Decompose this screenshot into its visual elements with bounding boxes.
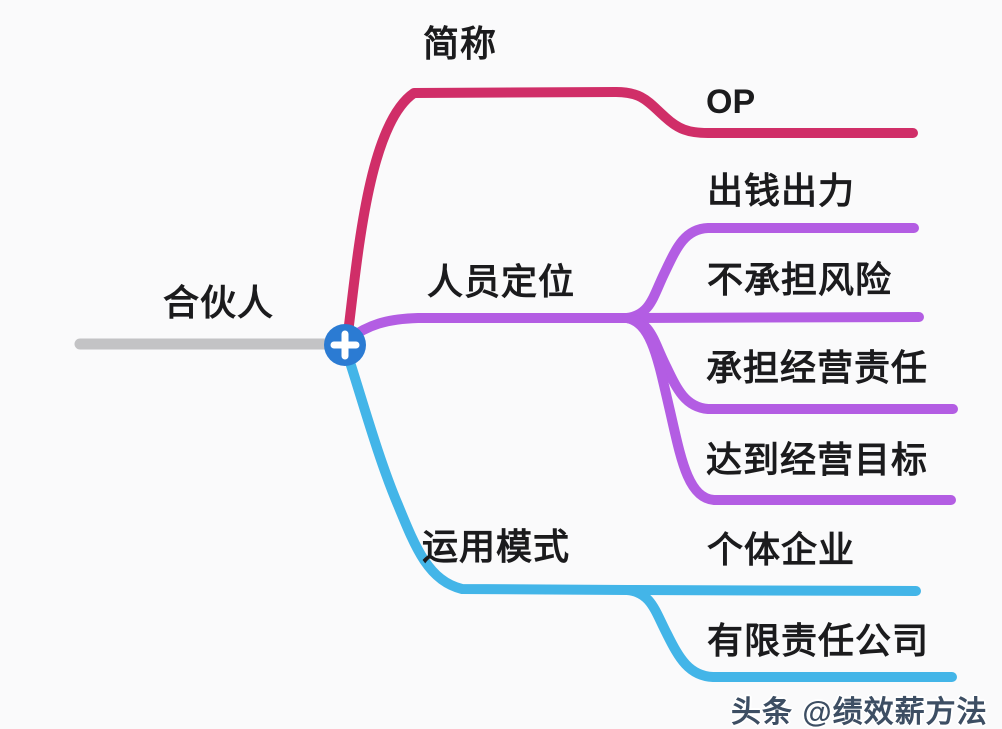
node-label-op[interactable]: OP	[706, 83, 756, 121]
plus-icon	[330, 330, 360, 360]
branch-line-jiancheng	[342, 87, 621, 346]
branch-line-buchengdanfengxian	[622, 312, 924, 323]
branch-line-chuqianchuli	[622, 223, 919, 323]
branch-line-dadaojingyingmubiao	[622, 313, 956, 505]
node-label-renyuandingwei[interactable]: 人员定位	[427, 261, 576, 302]
center-collapse-node[interactable]	[324, 324, 366, 366]
node-label-chengdanjingyingzeren[interactable]: 承担经营责任	[706, 347, 929, 388]
node-label-root[interactable]: 合伙人	[163, 282, 275, 323]
branch-line-getiqiye	[622, 585, 921, 596]
node-label-buchengdanfengxian[interactable]: 不承担风险	[707, 259, 893, 300]
watermark: 头条 @绩效薪方法	[731, 696, 988, 729]
branch-line-renyuandingwei	[344, 313, 632, 344]
node-label-yunyongmoshi[interactable]: 运用模式	[422, 526, 571, 567]
node-label-dadaojingyingmubiao[interactable]: 达到经营目标	[706, 439, 929, 480]
branch-line-yunyongmoshi	[342, 348, 632, 595]
node-label-getiqiye[interactable]: 个体企业	[707, 529, 856, 570]
node-label-jiancheng[interactable]: 简称	[423, 23, 498, 64]
node-label-chuqianchuli[interactable]: 出钱出力	[707, 170, 856, 211]
node-label-youxianzerengongsi[interactable]: 有限责任公司	[707, 620, 930, 661]
branch-line-youxianzerengongsi	[622, 585, 957, 682]
branch-line-op	[611, 87, 918, 138]
